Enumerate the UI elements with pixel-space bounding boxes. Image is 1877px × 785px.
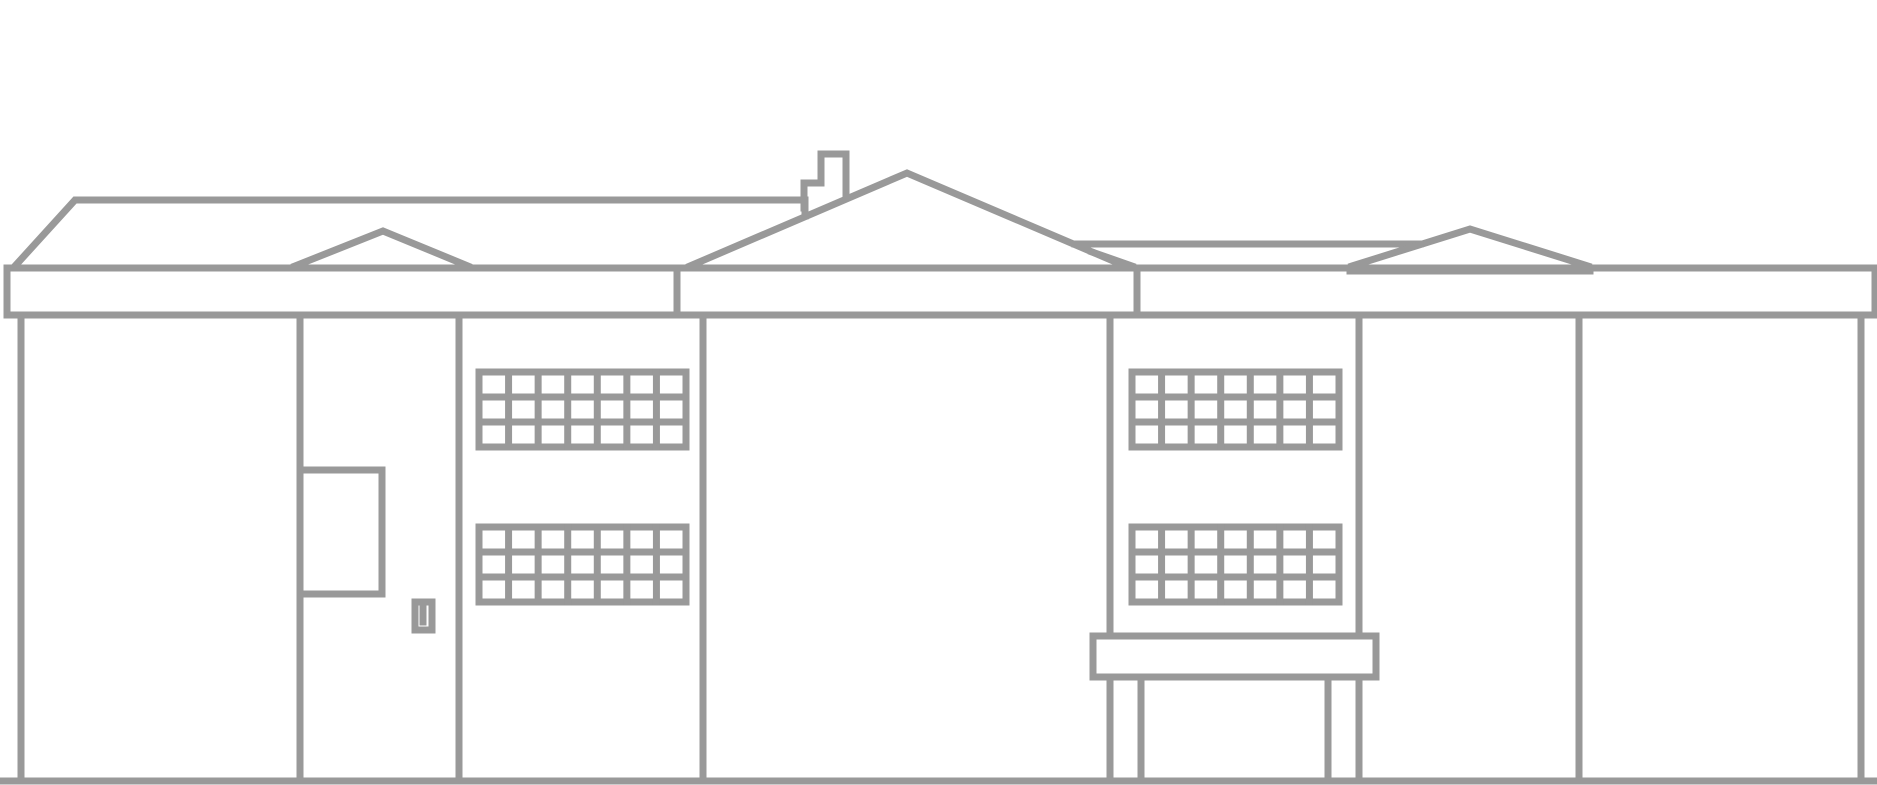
right-roof-eave-line: [1087, 247, 1137, 271]
window-1: [475, 368, 690, 451]
center-roof-gable: [685, 169, 1130, 271]
window-frame: [475, 368, 690, 451]
wall-pilasters: [17, 314, 1865, 784]
right-roof-gable: [1347, 225, 1593, 271]
window-frame: [1128, 368, 1343, 451]
door-handle: [411, 598, 436, 634]
window-4: [1128, 523, 1343, 606]
window-2: [475, 523, 690, 606]
fascia-left: [3, 264, 681, 319]
left-roof-gable: [290, 227, 473, 271]
left-hip-roof: [10, 196, 809, 271]
fascia-right: [1133, 264, 1877, 319]
canopy-beam: [1089, 632, 1380, 681]
roofline: [10, 150, 1594, 275]
windows: [475, 368, 1343, 606]
door: [296, 466, 436, 634]
entry-canopy: [1089, 632, 1380, 784]
door-panel: [296, 466, 386, 598]
fascia-center: [673, 264, 1141, 319]
fascia-band: [3, 264, 1877, 319]
window-3: [1128, 368, 1343, 451]
window-frame: [475, 523, 690, 606]
chimney: [800, 150, 850, 212]
window-frame: [1128, 523, 1343, 606]
